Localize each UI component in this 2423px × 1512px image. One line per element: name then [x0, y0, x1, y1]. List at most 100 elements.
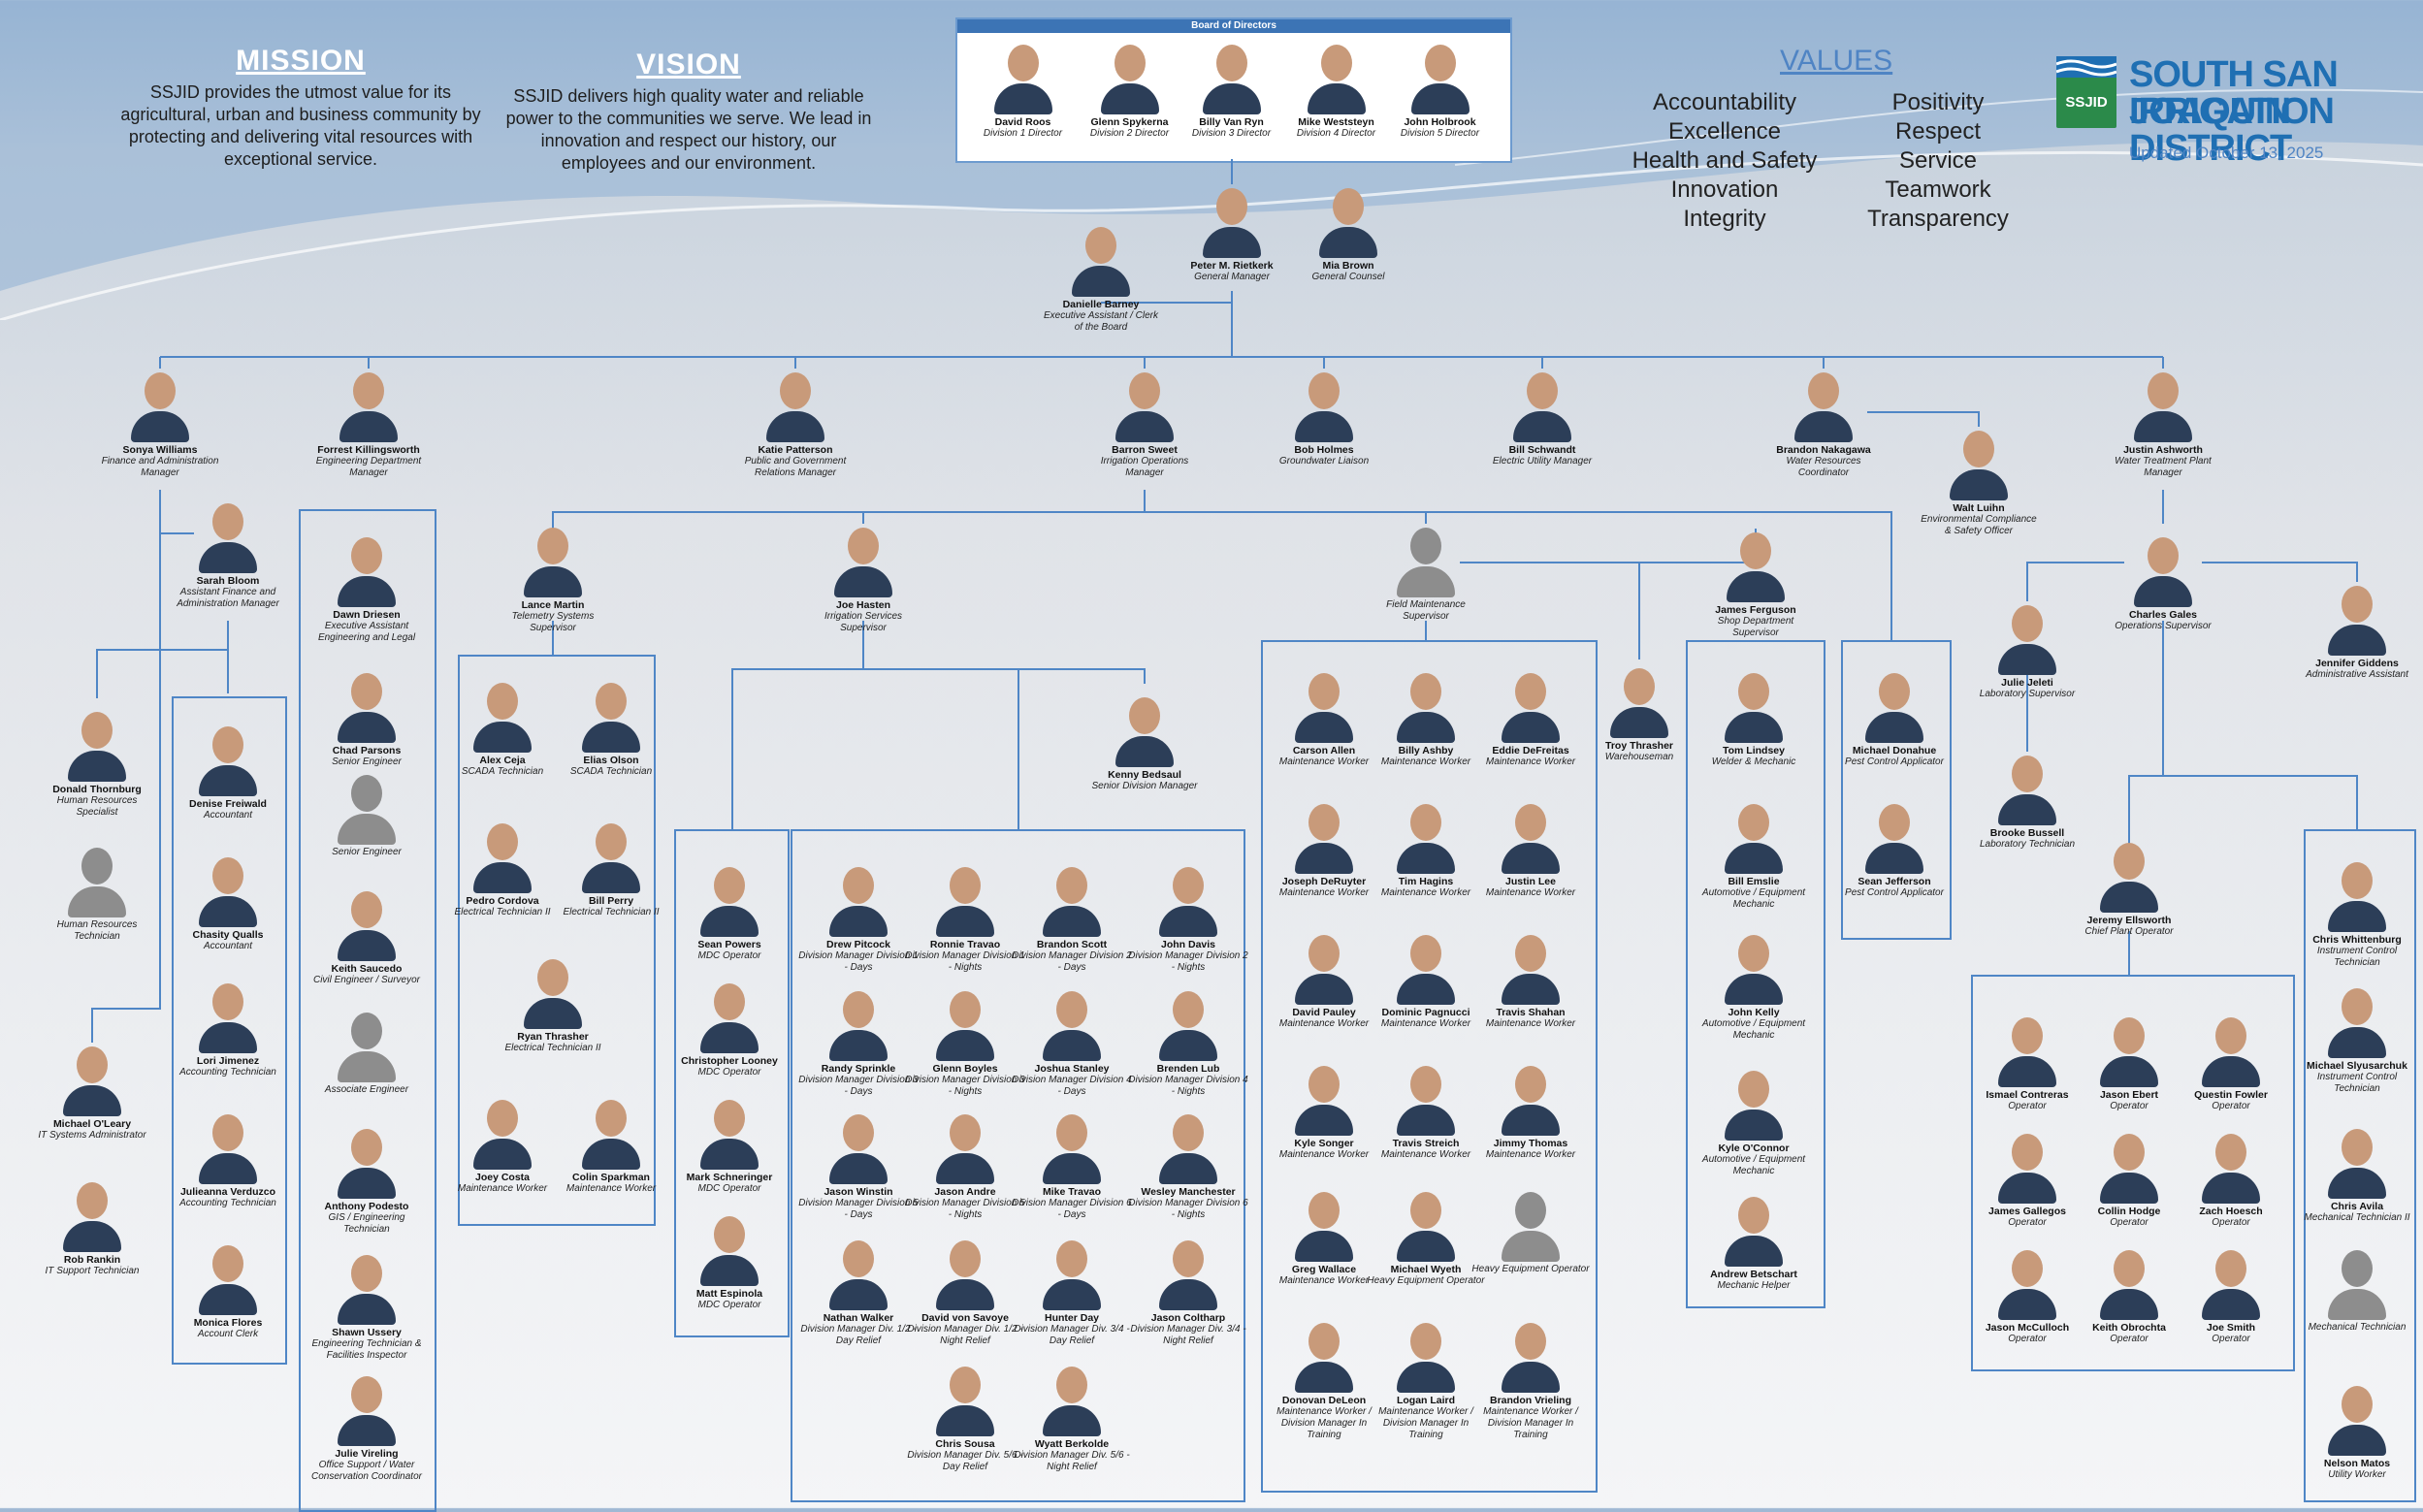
logo-line1: SOUTH SAN JOAQUIN — [2129, 54, 2339, 132]
person-name: Drew Pitcock — [826, 939, 890, 950]
person-name: Monica Flores — [193, 1317, 263, 1329]
operators-group-box — [1971, 975, 2295, 1371]
placeholder-person-icon — [1500, 1188, 1562, 1262]
person-name: Jennifer Giddens — [2315, 658, 2399, 669]
person-title: Environmental Compliance & Safety Office… — [1921, 514, 2037, 536]
person-photo-icon — [1395, 931, 1457, 1005]
person-photo-icon — [1293, 931, 1355, 1005]
person-name: Denise Freiwald — [189, 798, 267, 810]
person-name: Joe Hasten — [835, 599, 891, 611]
placeholder-person-icon — [336, 1009, 398, 1082]
person-title: Administrative Assistant — [2306, 669, 2408, 680]
placeholder-person-icon — [1395, 524, 1457, 597]
person-photo-icon — [336, 1125, 398, 1199]
person-photo-icon — [1041, 1363, 1103, 1436]
person-title: Instrument Control Technician — [2316, 1072, 2398, 1094]
person-photo-icon — [764, 369, 826, 442]
person-title: Maintenance Worker — [1485, 1149, 1576, 1160]
person-title: Maintenance Worker — [1278, 1149, 1370, 1160]
person-photo-icon — [1409, 41, 1471, 114]
value-item: Accountability — [1652, 89, 1797, 115]
person-title: Senior Engineer — [332, 847, 402, 857]
person-name: Dominic Pagnucci — [1381, 1007, 1470, 1018]
person-photo-icon — [698, 980, 760, 1053]
person-photo-icon — [1293, 1188, 1355, 1262]
value-item: Service — [1898, 147, 1978, 174]
person-title: Irrigation Services Supervisor — [824, 611, 903, 633]
field-maintenance-group-box — [1261, 640, 1598, 1493]
logo-waves-icon: SSJID — [2055, 56, 2117, 111]
person-name: Billy Van Ryn — [1199, 116, 1264, 128]
person-title: Electrical Technician II — [563, 907, 660, 917]
person-name: Mike Weststeyn — [1298, 116, 1374, 128]
person-title: Maintenance Worker — [1278, 1275, 1370, 1286]
value-item: Innovation — [1670, 177, 1779, 203]
person-name: Forrest Killingsworth — [317, 444, 420, 456]
person-title: Field Maintenance Supervisor — [1386, 599, 1466, 622]
person-name: Lori Jimenez — [196, 1055, 260, 1067]
person-name: Jason Winstin — [824, 1186, 893, 1198]
person-name: Randy Sprinkle — [821, 1063, 896, 1075]
person-photo-icon — [1996, 1130, 2058, 1204]
person-title: Operator — [2110, 1217, 2148, 1228]
person-title: Division Manager Division 4 - Nights — [1128, 1075, 1248, 1097]
value-item: Health and Safety — [1631, 147, 1818, 174]
person-name: Chris Sousa — [935, 1438, 995, 1450]
person-photo-icon — [1041, 1237, 1103, 1310]
person-photo-icon — [698, 1212, 760, 1286]
person-photo-icon — [934, 987, 996, 1061]
person-name: Jason Coltharp — [1150, 1312, 1226, 1324]
person-name: Ismael Contreras — [1986, 1089, 2069, 1101]
person-title: Electrical Technician II — [504, 1043, 601, 1053]
person-name: Questin Fowler — [2194, 1089, 2268, 1101]
person-photo-icon — [827, 1110, 889, 1184]
person-title: Operator — [2212, 1101, 2250, 1111]
person-title: Maintenance Worker — [1380, 887, 1471, 898]
person-title: Division Manager Div. 5/6 - Day Relief — [907, 1450, 1023, 1472]
person-photo-icon — [1293, 800, 1355, 874]
person-title: Division Manager Division 2 - Days — [1012, 950, 1132, 973]
person-name: Christopher Looney — [681, 1055, 778, 1067]
shop-group-box — [1686, 640, 1825, 1308]
person-name: Brenden Lub — [1156, 1063, 1220, 1075]
person-title: Division Manager Div. 1/2 - Day Relief — [800, 1324, 917, 1346]
person-photo-icon — [197, 499, 259, 573]
person-photo-icon — [1996, 1246, 2058, 1320]
person-name: Lance Martin — [521, 599, 585, 611]
person-name: Keith Saucedo — [331, 963, 403, 975]
person-title: Heavy Equipment Operator — [1471, 1264, 1590, 1274]
person-title: Senior Engineer — [332, 756, 402, 767]
person-title: Division Manager Div. 1/2 - Night Relief — [907, 1324, 1023, 1346]
person-photo-icon — [336, 1372, 398, 1446]
person-photo-icon — [336, 1251, 398, 1325]
person-photo-icon — [1070, 223, 1132, 297]
person-name: Chris Avila — [2330, 1201, 2384, 1212]
person-title: MDC Operator — [697, 1300, 761, 1310]
person-photo-icon — [336, 887, 398, 961]
person-title: Accountant — [203, 810, 253, 820]
person-name: Chris Whittenburg — [2312, 934, 2402, 946]
person-title: Maintenance Worker — [1278, 1018, 1370, 1029]
person-name: Bob Holmes — [1294, 444, 1354, 456]
person-photo-icon — [580, 679, 642, 753]
person-photo-icon — [934, 1110, 996, 1184]
person-photo-icon — [471, 820, 533, 893]
person-photo-icon — [66, 708, 128, 782]
